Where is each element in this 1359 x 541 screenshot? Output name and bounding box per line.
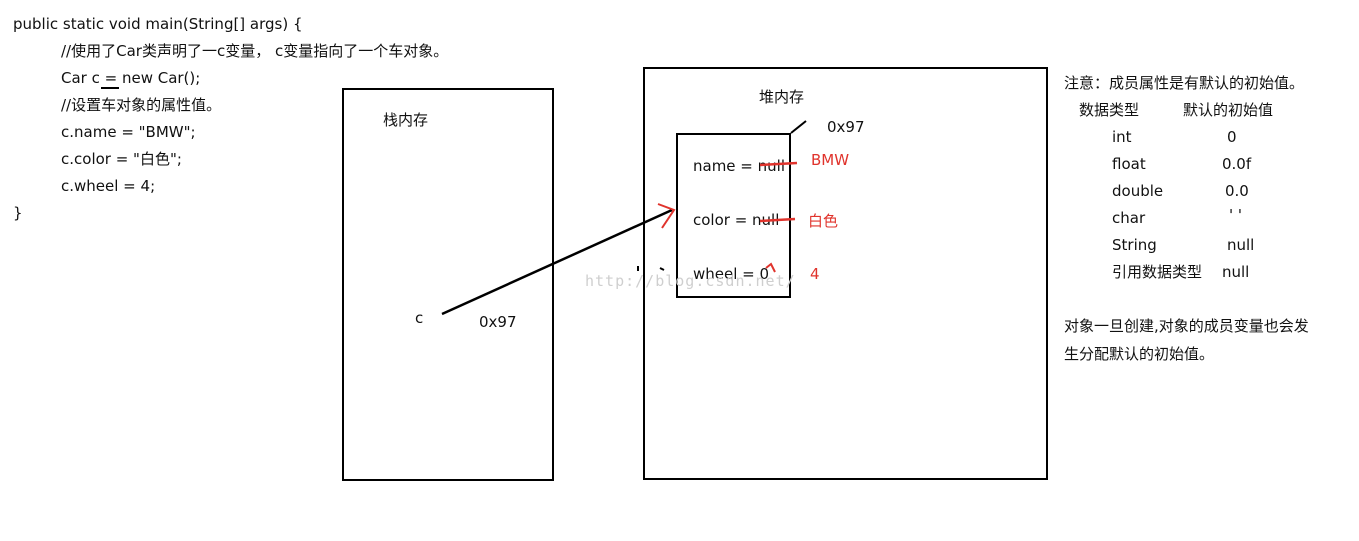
heap-address-pointer xyxy=(790,120,807,134)
notes-row-type: double xyxy=(1112,182,1164,200)
field-name-label: name = null xyxy=(693,157,785,175)
field-wheel-label: wheel = 0 xyxy=(693,265,770,283)
stack-memory-box xyxy=(342,88,554,481)
car-object-box xyxy=(676,133,791,298)
heap-title: 堆内存 xyxy=(759,88,805,106)
notes-header-default: 默认的初始值 xyxy=(1183,101,1274,119)
notes-row-default: 0.0 xyxy=(1225,182,1249,200)
stack-title: 栈内存 xyxy=(383,111,429,129)
reference-arrow-head xyxy=(657,203,676,229)
heap-memory-box xyxy=(643,67,1048,480)
field-name-new-value: BMW xyxy=(811,151,850,169)
code-line-4: //设置车对象的属性值。 xyxy=(61,96,222,114)
notes-header-type: 数据类型 xyxy=(1079,101,1140,119)
notes-row-default: null xyxy=(1227,236,1255,254)
field-wheel-new-value: 4 xyxy=(810,265,820,283)
notes-row-type: int xyxy=(1112,128,1132,146)
heap-object-address: 0x97 xyxy=(827,118,865,136)
notes-title: 注意：成员属性是有默认的初始值。 xyxy=(1064,74,1305,92)
field-color-label: color = null xyxy=(693,211,780,229)
reference-arrow-line xyxy=(441,208,673,316)
stray-mark-2 xyxy=(659,267,665,271)
notes-row-default: null xyxy=(1222,263,1250,281)
notes-summary-line-1: 对象一旦创建,对象的成员变量也会发 xyxy=(1064,317,1309,335)
strike-color-null xyxy=(759,217,796,223)
notes-row-type: float xyxy=(1112,155,1146,173)
field-color-new-value: 白色 xyxy=(808,212,839,230)
notes-row-default: ' ' xyxy=(1229,206,1243,224)
watermark: http://blog.csdn.net/ xyxy=(585,272,796,290)
strike-name-null xyxy=(759,161,798,167)
stack-var-name: c xyxy=(415,309,424,327)
stack-var-address: 0x97 xyxy=(479,313,517,331)
notes-row-type: String xyxy=(1112,236,1157,254)
notes-row-default: 0.0f xyxy=(1222,155,1252,173)
code-line-6: c.color = "白色"; xyxy=(61,150,182,168)
strike-wheel-zero xyxy=(765,262,776,273)
code-line-7: c.wheel = 4; xyxy=(61,177,156,195)
notes-row-type: 引用数据类型 xyxy=(1112,263,1203,281)
notes-row-default: 0 xyxy=(1227,128,1237,146)
code-line-8: } xyxy=(13,204,23,222)
code-line-1: public static void main(String[] args) { xyxy=(13,15,303,33)
notes-row-type: char xyxy=(1112,209,1146,227)
code-line-3: Car c = new Car(); xyxy=(61,69,201,87)
notes-summary-line-2: 生分配默认的初始值。 xyxy=(1064,345,1215,363)
code-line-2: //使用了Car类声明了一c变量， c变量指向了一个车对象。 xyxy=(61,42,449,60)
code-line-5: c.name = "BMW"; xyxy=(61,123,196,141)
